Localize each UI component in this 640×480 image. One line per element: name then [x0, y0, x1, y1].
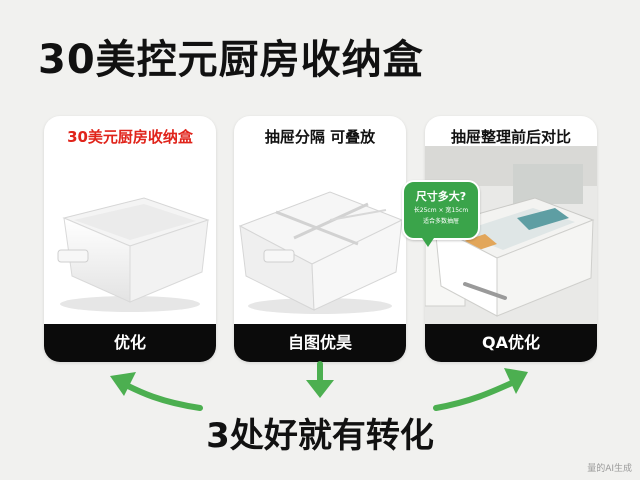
card-divider: 抽屉分隔 可叠放 自图优昊 [234, 116, 406, 362]
card-caption: 抽屉整理前后对比 [450, 128, 571, 146]
white-bin-image [57, 197, 210, 312]
size-question-bubble: 尺寸多大? 长25cm × 宽15cm 适合多数抽屉 [402, 180, 480, 247]
bubble-question: 尺寸多大? [415, 190, 467, 203]
watermark: 量的AI生成 [587, 464, 632, 474]
bubble-line-1: 长25cm × 宽15cm [413, 207, 469, 214]
right-arrow [433, 379, 517, 411]
page-title: 30美控元厨房收纳盒 [38, 37, 424, 83]
middle-arrow-head [306, 380, 334, 398]
left-arrow-head [110, 372, 136, 396]
right-arrow-head [504, 368, 528, 394]
left-arrow [121, 381, 203, 411]
card-footer: 自图优昊 [234, 324, 406, 362]
card-caption: 抽屉分隔 可叠放 [264, 128, 376, 146]
bottom-caption: 3处好就有转化 [206, 416, 434, 456]
card-footer: 优化 [44, 324, 216, 362]
card-footer: QA优化 [425, 324, 597, 362]
divided-bin-image [238, 191, 404, 314]
bubble-line-2: 适合多数抽屉 [422, 218, 459, 225]
card-caption: 30美元厨房收纳盒 [67, 128, 193, 146]
card-original: 30美元厨房收纳盒 优化 [44, 116, 216, 362]
